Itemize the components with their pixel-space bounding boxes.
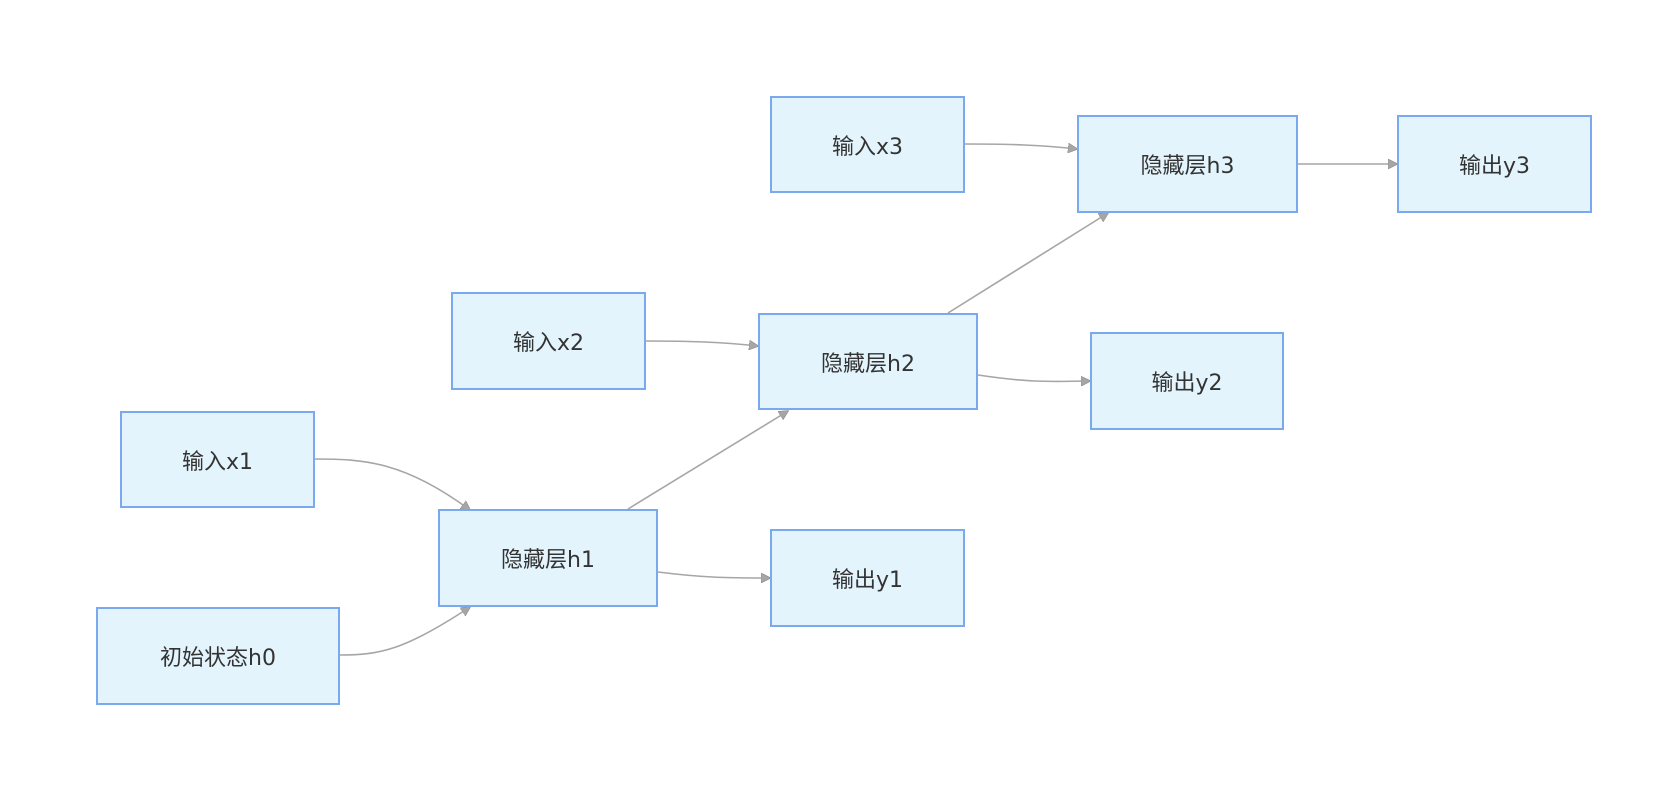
node-input-x1-label: 输入x1 [181,449,254,475]
node-initial-state-h0-label: 初始状态h0 [160,646,276,671]
node-hidden-h3: 隐藏层h3 [1077,115,1298,213]
edge-x1-to-h1 [314,458,470,510]
node-input-x2: 输入x2 [451,292,646,390]
node-initial-state-h0: 初始状态h0 [96,607,340,705]
edge-h1-to-h2 [627,411,788,510]
node-hidden-h1: 隐藏层h1 [438,509,658,607]
edge-x2-to-h2 [645,341,758,346]
node-output-y1: 输出y1 [770,529,965,627]
node-output-y3: 输出y3 [1397,115,1592,213]
node-hidden-h2-label: 隐藏层h2 [821,351,915,377]
node-input-x3: 输入x3 [770,96,965,193]
edge-h2-to-h3 [947,213,1108,314]
node-hidden-h3-label: 隐藏层h3 [1140,154,1235,179]
edge-h0-to-h1 [339,607,470,656]
edge-h1-to-y1 [657,571,770,578]
node-hidden-h1-label: 隐藏层h1 [501,548,595,573]
node-output-y3-label: 输出y3 [1458,154,1531,179]
node-output-y2: 输出y2 [1090,332,1284,430]
node-output-y1-label: 输出y1 [831,568,904,593]
node-input-x1: 输入x1 [120,411,315,508]
node-input-x3-label: 输入x3 [831,134,904,160]
node-hidden-h2: 隐藏层h2 [758,313,978,410]
node-output-y2-label: 输出y2 [1151,371,1223,396]
edge-h2-to-y2 [977,374,1090,381]
edge-x3-to-h3 [964,144,1077,149]
node-input-x2-label: 输入x2 [512,331,585,356]
